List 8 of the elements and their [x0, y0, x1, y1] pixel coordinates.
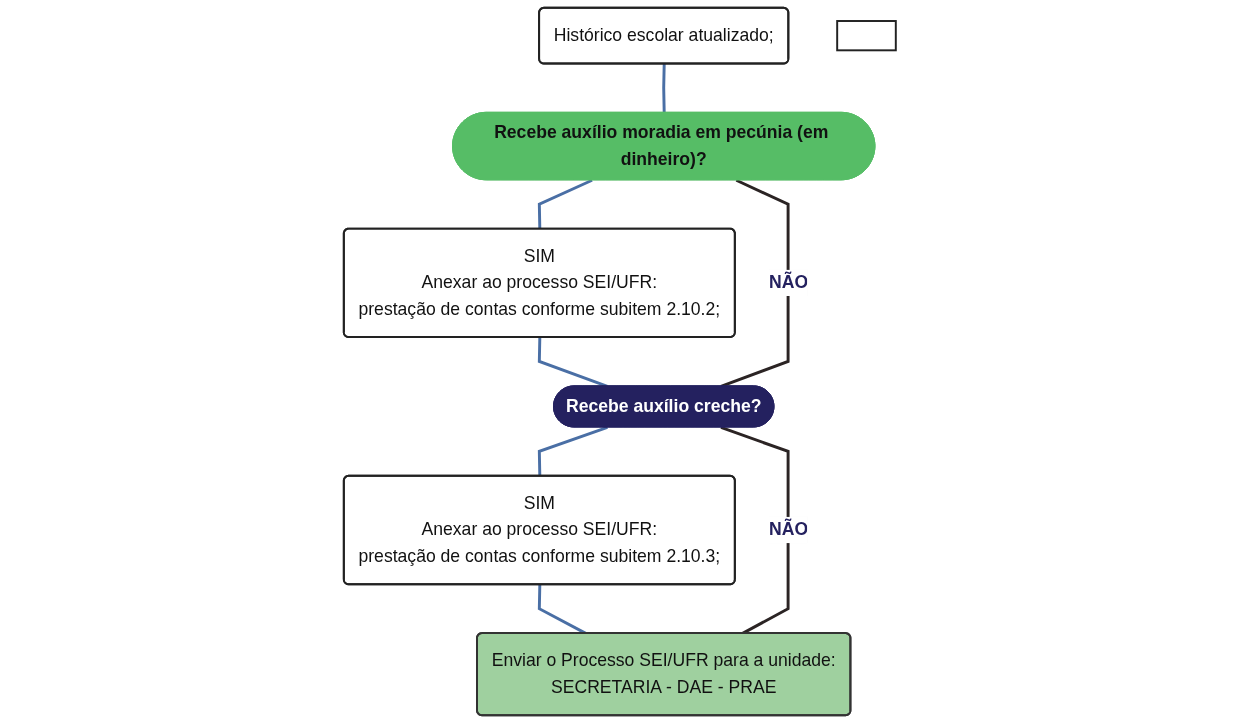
edge-label: NÃO	[768, 519, 808, 540]
node-box	[835, 20, 897, 52]
connector	[661, 63, 666, 113]
connector	[720, 426, 790, 635]
connector	[537, 178, 593, 230]
connector	[537, 426, 608, 477]
connector	[537, 584, 587, 635]
edge-label: NÃO	[768, 272, 808, 293]
